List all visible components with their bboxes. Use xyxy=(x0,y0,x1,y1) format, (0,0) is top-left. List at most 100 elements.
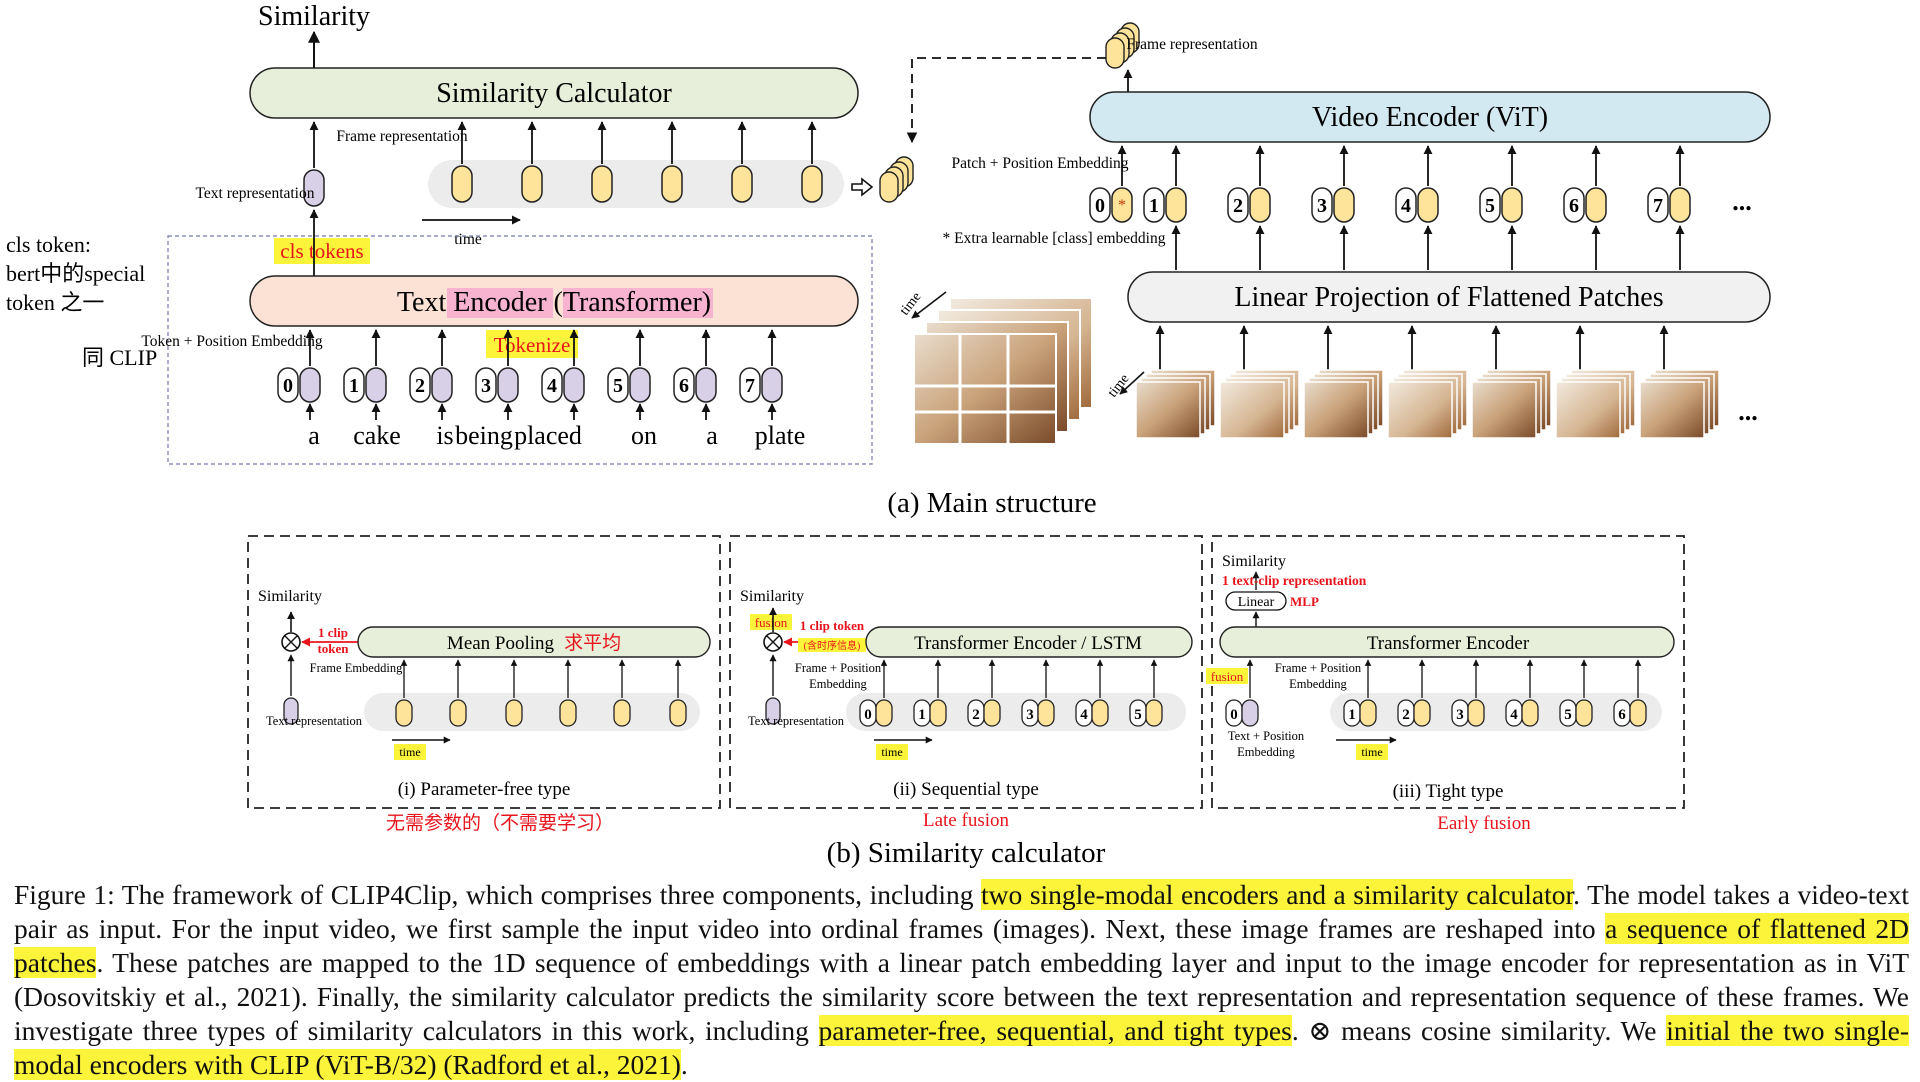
word: is xyxy=(436,421,453,450)
patch-embedding xyxy=(1111,187,1133,223)
panel-frame-token xyxy=(449,699,467,727)
word: placed xyxy=(514,421,582,450)
panel-iii-text-clip: 1 text-clip representation xyxy=(1222,573,1367,588)
panel-frame-token xyxy=(1145,699,1163,727)
panel-index: 2 xyxy=(1402,707,1410,723)
panel-i-similarity: Similarity xyxy=(258,588,322,605)
patch-position-embedding-label: Patch + Position Embedding xyxy=(951,155,1128,172)
caption-part-3: . These patches are mapped to the 1D seq… xyxy=(14,947,1909,1046)
panel-index: 0 xyxy=(864,707,872,723)
panel-frame-token xyxy=(1413,699,1431,727)
text-representation-label: Text representation xyxy=(196,185,315,202)
frame-representation-token xyxy=(661,165,683,203)
caption-b: (b) Similarity calculator xyxy=(827,837,1106,869)
patch-index: 2 xyxy=(1233,195,1243,217)
word: plate xyxy=(755,421,806,450)
panel-sequential: Similarity fusion 1 clip token (含时序信息) T… xyxy=(729,535,1203,809)
caption-part-2: . The model takes a video-text pair as i… xyxy=(14,879,1909,944)
panel-index: 4 xyxy=(1510,707,1518,723)
panel-iii-fusion: fusion xyxy=(1211,669,1244,684)
panel-index: 2 xyxy=(972,707,980,723)
patch-embedding xyxy=(1669,187,1691,223)
video-frame-stack xyxy=(913,297,1093,445)
caption-part-5: . xyxy=(680,1049,688,1080)
time-label-a: time xyxy=(454,231,482,248)
text-representation-token xyxy=(303,169,325,207)
video-branch: Frame representation Video Encoder (ViT)… xyxy=(879,22,1771,445)
linear-projection-box xyxy=(1127,271,1771,323)
patch-embedding xyxy=(1417,187,1439,223)
token-index-box xyxy=(475,367,497,403)
token-embedding xyxy=(497,367,519,403)
panel-index: 3 xyxy=(1026,707,1034,723)
patch-index: 1 xyxy=(1149,195,1159,217)
patch-index: 6 xyxy=(1569,195,1579,217)
panel-frame-token xyxy=(1521,699,1539,727)
token-position-embedding-label: Token + Position Embedding xyxy=(141,333,322,350)
panel-ii-similarity: Similarity xyxy=(740,588,804,605)
patch-index-box xyxy=(1143,187,1165,223)
video-encoder-box xyxy=(1089,91,1771,143)
panel-ii-note: Late fusion xyxy=(923,810,1010,831)
panel-index: 3 xyxy=(1456,707,1464,723)
patch-index-box xyxy=(1089,187,1111,223)
similarity-calculator-box xyxy=(249,67,859,119)
frame-representation-tokens xyxy=(451,121,823,203)
token-index-box xyxy=(673,367,695,403)
similarity-calculator-label: Similarity Calculator xyxy=(436,78,672,109)
panel-index: 1 xyxy=(1348,707,1356,723)
panel-ii-time: time xyxy=(881,745,902,759)
patch-index: 4 xyxy=(1401,195,1411,217)
frame-representation-token xyxy=(731,165,753,203)
token-embedding xyxy=(761,367,783,403)
frame-representation-token xyxy=(591,165,613,203)
token-index: 5 xyxy=(613,375,623,397)
panel-frame-token xyxy=(1575,699,1593,727)
patch-embedding xyxy=(1249,187,1271,223)
caption-part-1: Figure 1: The framework of CLIP4Clip, wh… xyxy=(14,879,982,910)
dashed-connector xyxy=(906,57,1106,144)
panel-frame-token xyxy=(929,699,947,727)
panel-i-note: 无需参数的（不需要学习） xyxy=(386,812,614,834)
panel-frame-token xyxy=(505,699,523,727)
panel-iii-similarity: Similarity xyxy=(1222,553,1286,570)
hollow-arrow-left xyxy=(851,177,874,197)
frame-representation-token xyxy=(521,165,543,203)
panel-index: 4 xyxy=(1080,707,1088,723)
panel-frame-token xyxy=(983,699,1001,727)
patch-index-box xyxy=(1227,187,1249,223)
panel-index: 1 xyxy=(918,707,926,723)
frame-representation-token xyxy=(451,165,473,203)
panel-frame-token xyxy=(1241,699,1259,727)
panel-index: 5 xyxy=(1134,707,1142,723)
token-index: 3 xyxy=(481,375,491,397)
panel-ii-clip-token: 1 clip token xyxy=(800,618,865,633)
patch-ellipsis: ... xyxy=(1732,187,1752,216)
token-index-box xyxy=(541,367,563,403)
extra-learnable-label: * Extra learnable [class] embedding xyxy=(943,230,1166,247)
linear-projection-label: Linear Projection of Flattened Patches xyxy=(1234,282,1663,313)
panel-frame-token xyxy=(1037,699,1055,727)
token-embedding xyxy=(431,367,453,403)
panel-frame-token xyxy=(559,699,577,727)
patch-index: 3 xyxy=(1317,195,1327,217)
frame-representation-right-label: Frame representation xyxy=(1126,36,1258,53)
token-index-box xyxy=(277,367,299,403)
panel-i-caption: (i) Parameter-free type xyxy=(398,779,571,800)
token-index: 6 xyxy=(679,375,689,397)
cls-note-line2: bert中的special xyxy=(6,261,145,286)
token-embedding xyxy=(365,367,387,403)
panel-iii-encoder: Transformer Encoder xyxy=(1367,633,1530,654)
panel-ii-text-representation: Text representation xyxy=(748,714,845,728)
token-embedding xyxy=(299,367,321,403)
figure-caption: Figure 1: The framework of CLIP4Clip, wh… xyxy=(14,878,1910,1082)
panel-frame-token xyxy=(1467,699,1485,727)
panel-tight: Similarity 1 text-clip representation Li… xyxy=(1206,535,1685,809)
tokenize-annotation: Tokenize xyxy=(494,333,571,357)
